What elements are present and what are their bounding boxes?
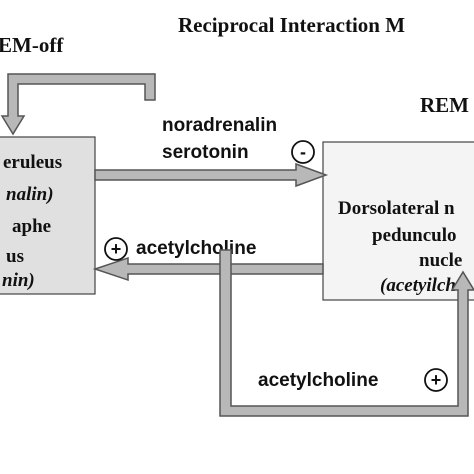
dorsolateral-nucleus-box <box>322 141 474 301</box>
left-box-line-5: nin) <box>2 270 35 291</box>
locus-coeruleus-box <box>0 136 96 295</box>
excitatory-sign-bottom: + <box>431 370 442 390</box>
diagram-title: Reciprocal Interaction M <box>178 13 405 37</box>
excitatory-sign-middle-circle <box>104 237 128 261</box>
right-box-line-2: pedunculo <box>372 225 456 246</box>
acetylcholine-feedback-arrow <box>219 249 474 417</box>
right-box-line-1: Dorsolateral n <box>338 198 455 219</box>
inhibitory-sign-circle <box>291 140 315 164</box>
inhibitory-sign: - <box>300 142 306 162</box>
left-box-line-1: eruleus <box>3 152 62 173</box>
acetylcholine-middle-arrow <box>92 256 324 282</box>
noradrenalin-serotonin-arrow <box>94 162 329 188</box>
excitatory-sign-bottom-circle <box>424 368 448 392</box>
right-box-line-3: nucle <box>419 250 462 271</box>
left-box-line-2: nalin) <box>6 184 54 205</box>
serotonin-label: serotonin <box>162 142 249 163</box>
acetylcholine-bottom-label: acetylcholine <box>258 370 378 391</box>
excitatory-sign-middle: + <box>111 239 122 259</box>
acetylcholine-middle-label: acetylcholine <box>136 238 256 259</box>
left-box-line-4: us <box>6 246 24 267</box>
rem-off-label: EM-off <box>0 33 64 57</box>
right-box-line-4: (acetyilch <box>380 275 456 296</box>
self-loop-arrow <box>0 73 156 136</box>
noradrenalin-label: noradrenalin <box>162 115 277 136</box>
left-box-line-3: aphe <box>12 216 51 237</box>
rem-on-label: REM <box>420 93 469 117</box>
